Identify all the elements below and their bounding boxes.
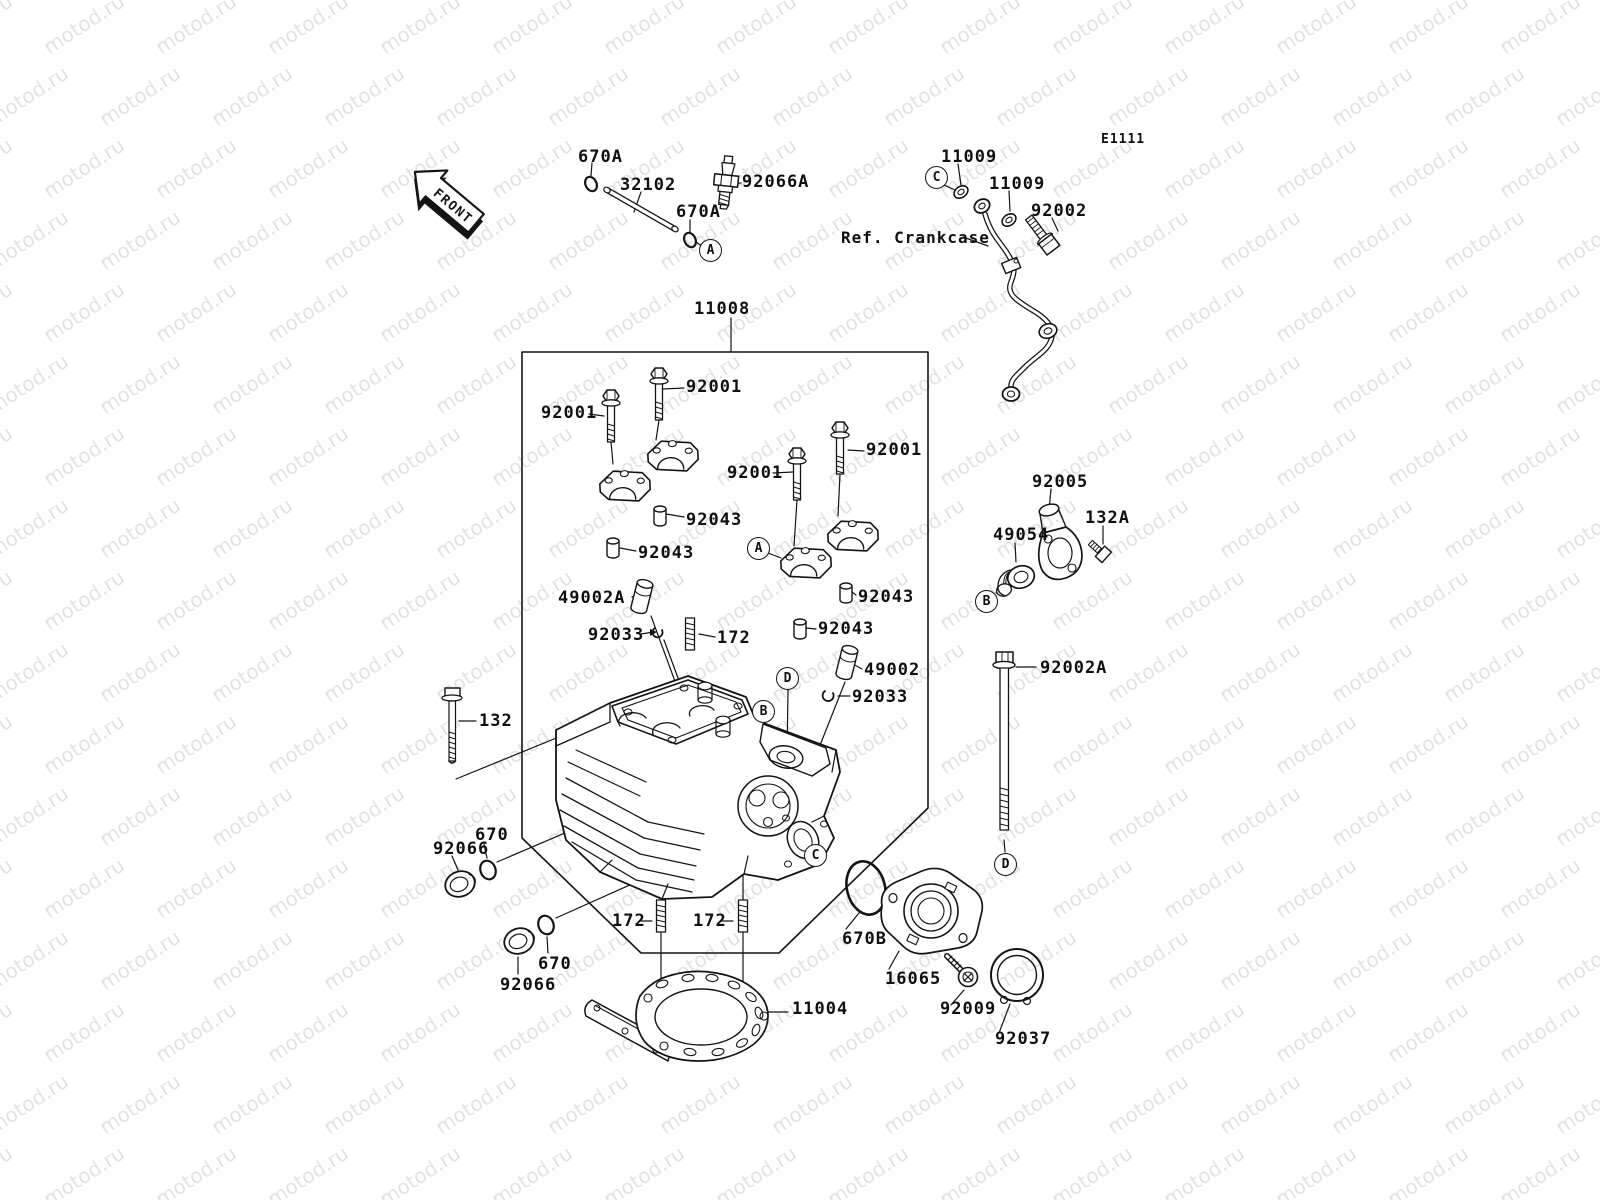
part-label-670: 670 bbox=[538, 954, 572, 974]
bolt-132 bbox=[441, 687, 463, 764]
screw-92009 bbox=[944, 953, 979, 988]
oring-670A-1 bbox=[583, 175, 599, 193]
part-label-92001: 92001 bbox=[727, 463, 784, 483]
circle-marker-C: C bbox=[925, 166, 948, 189]
part-label-11009: 11009 bbox=[941, 147, 998, 167]
part-label-92002A: 92002A bbox=[1040, 658, 1108, 678]
circlip-92033-1 bbox=[651, 627, 664, 639]
part-label-92033: 92033 bbox=[852, 687, 909, 707]
part-label-92033: 92033 bbox=[588, 625, 645, 645]
circle-marker-C: C bbox=[804, 844, 827, 867]
part-label-92066: 92066 bbox=[500, 975, 557, 995]
pushrod-32102 bbox=[603, 186, 679, 233]
screw-132A bbox=[1087, 539, 1113, 564]
part-label-92066A: 92066A bbox=[742, 172, 810, 192]
circle-marker-D: D bbox=[776, 667, 799, 690]
part-label-92005: 92005 bbox=[1032, 472, 1089, 492]
part-label-670A: 670A bbox=[578, 147, 623, 167]
part-label-32102: 32102 bbox=[620, 175, 677, 195]
fitting-92005 bbox=[1037, 503, 1083, 581]
oring-670-1 bbox=[479, 859, 497, 881]
clamp-92037 bbox=[990, 948, 1044, 1006]
part-label-132A: 132A bbox=[1085, 508, 1130, 528]
spark-plug-92066A bbox=[712, 155, 740, 210]
part-label-92043: 92043 bbox=[638, 543, 695, 563]
circle-marker-A: A bbox=[747, 537, 770, 560]
oil-pipe bbox=[973, 198, 1058, 402]
part-label-Ref-Crankcase: Ref. Crankcase bbox=[841, 228, 990, 247]
part-label-92001: 92001 bbox=[866, 440, 923, 460]
thermostat-49054 bbox=[995, 564, 1036, 597]
leader-lines bbox=[451, 162, 1104, 1034]
part-label-670B: 670B bbox=[842, 929, 887, 949]
oring-670A-2 bbox=[682, 231, 698, 249]
part-label-132: 132 bbox=[479, 711, 513, 731]
part-label-172: 172 bbox=[717, 628, 751, 648]
part-label-172: 172 bbox=[612, 911, 646, 931]
head-gasket-11004 bbox=[584, 970, 769, 1062]
bolt-92002 bbox=[1024, 214, 1061, 256]
part-label-92001: 92001 bbox=[541, 403, 598, 423]
part-label-11008: 11008 bbox=[694, 299, 751, 319]
circle-marker-D: D bbox=[994, 853, 1017, 876]
part-label-92037: 92037 bbox=[995, 1029, 1052, 1049]
part-label-670A: 670A bbox=[676, 202, 721, 222]
part-label-92066: 92066 bbox=[433, 839, 490, 859]
bolt-92002A bbox=[992, 651, 1016, 831]
part-label-92002: 92002 bbox=[1031, 201, 1088, 221]
circle-marker-B: B bbox=[975, 590, 998, 613]
circle-marker-A: A bbox=[699, 239, 722, 262]
oring-670-2 bbox=[537, 914, 555, 936]
part-label-E1111: E1111 bbox=[1101, 132, 1146, 147]
part-label-172: 172 bbox=[693, 911, 727, 931]
oring-670B bbox=[845, 860, 887, 916]
part-label-92043: 92043 bbox=[686, 510, 743, 530]
circle-marker-B: B bbox=[752, 700, 775, 723]
part-label-16065: 16065 bbox=[885, 969, 942, 989]
holder-16065 bbox=[880, 867, 984, 955]
part-label-49002A: 49002A bbox=[558, 588, 626, 608]
part-label-670: 670 bbox=[475, 825, 509, 845]
circlip-92033-2 bbox=[821, 690, 835, 702]
part-label-49002: 49002 bbox=[864, 660, 921, 680]
part-label-92043: 92043 bbox=[818, 619, 875, 639]
assembly-group-box bbox=[521, 351, 929, 954]
part-label-92009: 92009 bbox=[940, 999, 997, 1019]
part-label-49054: 49054 bbox=[993, 525, 1050, 545]
part-label-11009: 11009 bbox=[989, 174, 1046, 194]
part-label-92001: 92001 bbox=[686, 377, 743, 397]
part-label-92043: 92043 bbox=[858, 587, 915, 607]
part-label-11004: 11004 bbox=[792, 999, 849, 1019]
washer-11009-1 bbox=[953, 184, 969, 200]
washer-11009-2 bbox=[1001, 212, 1017, 228]
cylinder-head bbox=[555, 675, 841, 900]
